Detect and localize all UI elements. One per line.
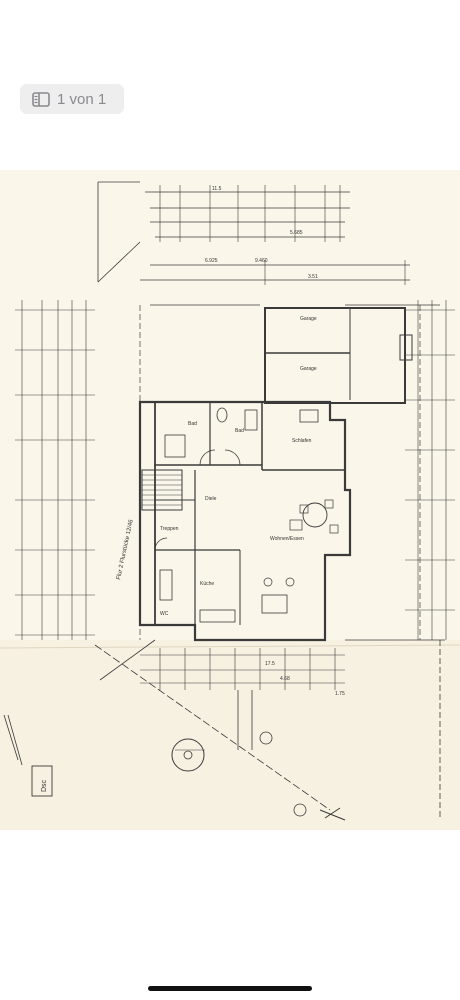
dim-top-a: 6.925 xyxy=(205,258,218,264)
sidebar-icon xyxy=(32,91,50,107)
dim-top-b: 3.51 xyxy=(308,274,318,280)
dim-bottom-b: 4.68 xyxy=(280,676,290,682)
home-indicator[interactable] xyxy=(148,986,312,991)
dim-bottom-c: 1.75 xyxy=(335,691,345,697)
room-label-garage: Garage xyxy=(300,316,317,322)
room-label-hall: Diele xyxy=(205,496,217,502)
dim-bottom-a: 17.5 xyxy=(265,661,275,667)
page-indicator-label: 1 von 1 xyxy=(57,90,107,108)
document-page[interactable]: Garage Garage Bad Bad Schlafen Diele Woh… xyxy=(0,170,460,830)
room-label-living: Wohnen/Essen xyxy=(270,536,304,542)
room-label-garage-2: Garage xyxy=(300,366,317,372)
room-label-wc: WC xyxy=(160,611,169,617)
room-label-stairs: Treppen xyxy=(160,526,179,532)
page-indicator[interactable]: 1 von 1 xyxy=(20,84,124,114)
room-label-bedroom: Schlafen xyxy=(292,438,312,444)
dim-top-d: 11.5 xyxy=(212,186,222,192)
room-label-kitchen: Küche xyxy=(200,581,214,587)
floor-plan-drawing: Garage Garage Bad Bad Schlafen Diele Woh… xyxy=(0,170,460,830)
dim-top-c: 5.685 xyxy=(290,230,303,236)
room-label-bath: Bad xyxy=(188,421,197,427)
room-label-bath-2: Bad xyxy=(235,428,244,434)
plan-stamp: Dsc xyxy=(41,779,48,792)
dim-top-total: 9.460 xyxy=(255,258,268,264)
